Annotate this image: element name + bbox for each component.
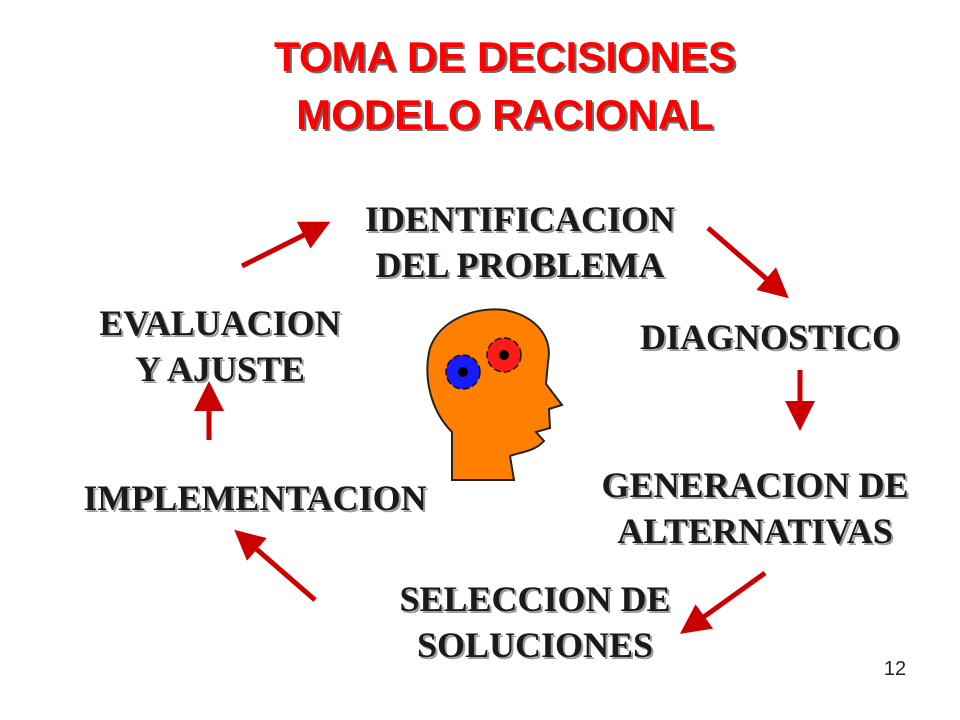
step-diagnosis-line-1: DIAGNOSTICO — [639, 317, 901, 357]
step-identification: IDENTIFICACION DEL PROBLEMA — [320, 196, 720, 288]
step-selection: SELECCION DE SOLUCIONES — [340, 576, 730, 668]
arrow-icon-evaluation-to-identification — [240, 221, 331, 269]
step-generation-line-1: GENERACION DE — [601, 465, 909, 505]
head-silhouette — [426, 308, 564, 481]
step-diagnosis: DIAGNOSTICO — [590, 314, 950, 360]
step-evaluation-line-1: EVALUACION — [99, 303, 341, 343]
step-selection-line-1: SELECCION DE — [399, 579, 671, 619]
step-implementation-line-1: IMPLEMENTACION — [83, 478, 427, 518]
step-identification-line-1: IDENTIFICACION — [364, 199, 676, 239]
title-line-1: TOMA DE DECISIONES — [273, 33, 737, 80]
gear-icon-blue — [445, 354, 481, 390]
step-identification-line-2: DEL PROBLEMA — [375, 245, 665, 285]
arrow-icon-identification-to-diagnosis — [706, 226, 789, 299]
step-selection-line-2: SOLUCIONES — [416, 625, 654, 665]
arrow-icon-generation-to-selection — [679, 570, 767, 634]
step-generation-line-2: ALTERNATIVAS — [617, 511, 893, 551]
step-generation: GENERACION DE ALTERNATIVAS — [560, 462, 950, 554]
page-number: 12 — [883, 658, 907, 680]
arrow-icon-selection-to-implementation — [234, 529, 317, 602]
title-line-2: MODELO RACIONAL — [296, 91, 714, 138]
gear-icon-red — [486, 337, 522, 373]
step-implementation: IMPLEMENTACION — [30, 475, 480, 521]
